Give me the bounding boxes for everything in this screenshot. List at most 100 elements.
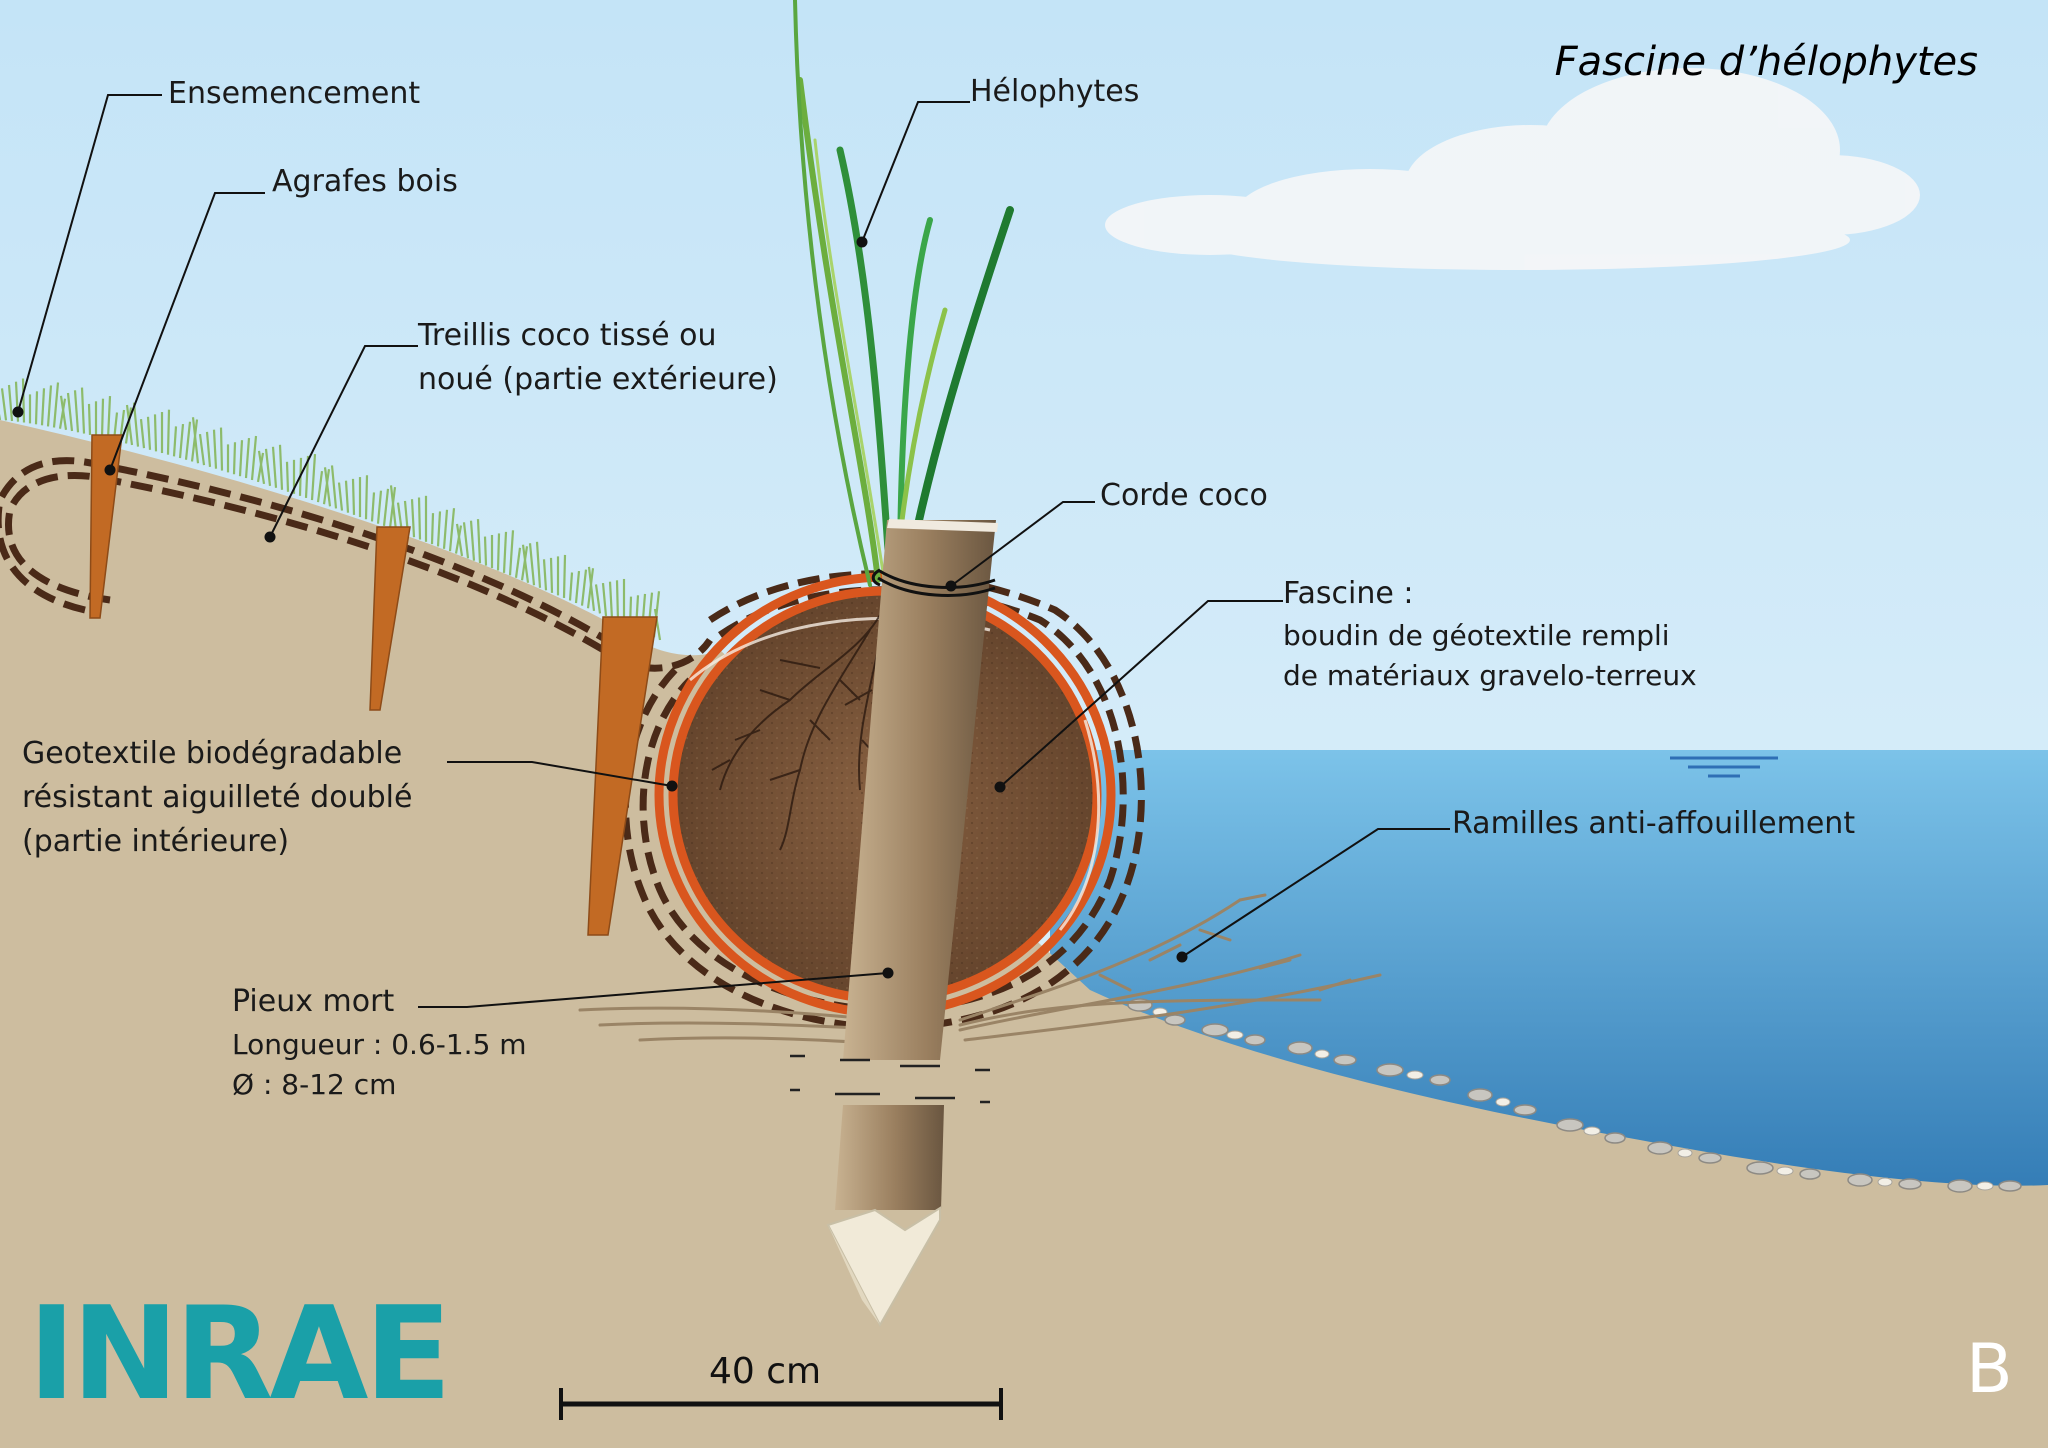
label-geotextile-line1: Geotextile biodégradable: [22, 736, 403, 771]
wooden-staples: [89, 434, 658, 936]
grass-blade: [125, 404, 134, 446]
diagram-title: Fascine d’hélophytes: [1555, 39, 1978, 85]
grass-blade: [7, 384, 14, 422]
panel-letter: B: [1966, 1330, 2013, 1409]
grass-blade: [198, 433, 206, 466]
grass-blade: [250, 435, 258, 481]
staple-1: [89, 434, 123, 619]
grass-blade: [417, 497, 422, 540]
grass-blade: [278, 444, 284, 490]
grass-blade: [594, 584, 602, 614]
grass-blade: [310, 453, 317, 501]
label-ramilles: Ramilles anti-affouillement: [1452, 806, 1856, 841]
leader-agrafes: [109, 192, 265, 471]
grass-blade: [521, 544, 530, 583]
grass-blade: [46, 385, 53, 427]
grass-blade: [542, 559, 548, 591]
grass-blade: [271, 446, 278, 488]
leader-fascine: [999, 600, 1283, 788]
grass-blade: [172, 426, 178, 457]
grass-blade: [549, 557, 554, 593]
grass-blade: [382, 488, 390, 527]
grass-blade: [87, 403, 92, 435]
grass-blade: [535, 541, 542, 588]
grass-blade: [528, 543, 536, 586]
grass-blade: [184, 421, 192, 460]
grass-blade: [364, 475, 369, 520]
label-ensemencement: Ensemencement: [168, 76, 421, 111]
grass-blade: [80, 387, 86, 434]
grass-blade: [502, 531, 508, 573]
grass-blade: [476, 519, 482, 564]
grass-blade: [508, 530, 515, 576]
grass-blade: [100, 398, 105, 438]
leader-geotextile: [447, 761, 673, 787]
grass-blade: [58, 398, 67, 429]
leader-ensemencement: [17, 94, 162, 413]
grass-blade: [615, 580, 620, 622]
coconut-rope: [871, 568, 996, 597]
leader-corde: [950, 501, 1095, 587]
inrae-logo: INRAE: [28, 1280, 452, 1429]
grass-blade: [608, 581, 614, 619]
grass-blade: [212, 429, 218, 469]
grass-blade: [580, 569, 588, 606]
grass-blade: [238, 440, 244, 477]
grass-blade: [323, 467, 332, 507]
leader-ramilles: [1181, 828, 1450, 958]
grass-blade: [153, 414, 158, 452]
grass-blade: [146, 416, 152, 450]
grass-blade: [653, 608, 662, 641]
grass-blade: [257, 450, 266, 485]
grass-blade: [40, 388, 46, 426]
leader-dots: [12, 236, 1188, 979]
grass-blade: [264, 448, 272, 486]
label-fascine-line1: Fascine :: [1283, 576, 1414, 611]
label-corde-coco: Corde coco: [1100, 478, 1268, 513]
label-fascine-line2: boudin de géotextile rempli: [1283, 619, 1670, 652]
grass-blade: [514, 547, 522, 578]
dead-stake: [826, 519, 998, 1328]
leader-pieux: [418, 972, 889, 1008]
staple-2: [369, 526, 411, 711]
grass-blade: [34, 391, 39, 425]
grass-blade: [205, 431, 212, 467]
grass-blade: [455, 523, 464, 557]
grass-blade: [574, 570, 581, 604]
grass-blade: [232, 442, 237, 475]
leader-treillis: [269, 345, 418, 538]
grass-blade: [436, 511, 442, 547]
label-treillis-line2: noué (partie extérieure): [418, 362, 778, 397]
grass-blade: [178, 423, 185, 459]
label-treillis-line1: Treillis coco tissé ou: [418, 318, 717, 353]
grass-blade: [66, 392, 74, 432]
grass-blade: [469, 520, 476, 561]
grass-blade: [462, 522, 470, 559]
grass-blade: [73, 390, 80, 433]
leader-lines: [17, 94, 1450, 1008]
grass-blade: [21, 378, 26, 423]
grass-blade: [316, 470, 324, 503]
grass-blade: [0, 388, 8, 421]
grass-blade: [351, 478, 356, 515]
grass-blade: [14, 381, 20, 422]
label-pieux-line3: Ø : 8-12 cm: [232, 1068, 397, 1101]
grass-blade: [191, 417, 200, 464]
label-pieux-line1: Pieux mort: [232, 984, 395, 1019]
grass-blade: [562, 554, 567, 598]
label-geotextile-line3: (partie intérieure): [22, 824, 290, 859]
grass-blade: [219, 427, 224, 471]
grass-blade: [59, 395, 68, 430]
label-pieux-line2: Longueur : 0.6-1.5 m: [232, 1028, 527, 1061]
grass-blade: [430, 513, 435, 545]
grass-blade: [344, 480, 350, 513]
grass-blade: [442, 509, 449, 549]
grass-blade: [370, 492, 376, 522]
grass-blade: [285, 461, 290, 492]
label-fascine-line3: de matériaux gravelo-terreux: [1283, 659, 1697, 692]
label-helophytes: Hélophytes: [970, 74, 1140, 109]
grass-blade: [139, 419, 146, 449]
grass-blade: [244, 437, 251, 479]
